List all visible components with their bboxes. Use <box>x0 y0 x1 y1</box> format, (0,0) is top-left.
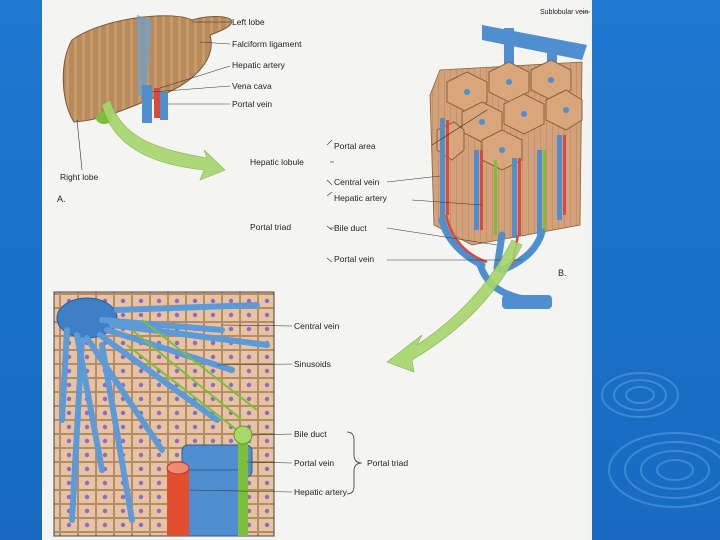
vena-cava-shape <box>142 85 152 123</box>
label-sinusoids: Sinusoids <box>294 359 331 369</box>
label-portal-area: Portal area <box>334 141 376 151</box>
portal-vein-trunk <box>502 295 552 309</box>
label-right-lobe: Right lobe <box>60 172 99 182</box>
label-bile-duct-c: Bile duct <box>294 429 327 439</box>
panel-c-detail: Central vein Sinusoids Bile duct Portal … <box>54 292 408 536</box>
liver-anatomy-figure: Left lobe Falciform ligament Hepatic art… <box>42 0 592 540</box>
label-sublobular-vein: Sublobular vein <box>540 9 588 16</box>
label-portal-vein-a: Portal vein <box>232 99 272 109</box>
panel-a-liver: Left lobe Falciform ligament Hepatic art… <box>57 15 302 204</box>
hepatic-artery-detail-shape <box>167 468 189 536</box>
label-bile-duct-b: Bile duct <box>334 223 367 233</box>
textbook-page: Left lobe Falciform ligament Hepatic art… <box>42 0 592 540</box>
label-portal-vein-b: Portal vein <box>334 254 374 264</box>
hepatic-artery-shape <box>154 88 160 118</box>
water-ripple-decoration <box>590 360 720 540</box>
label-hepatic-artery-a: Hepatic artery <box>232 60 286 70</box>
label-falciform-ligament: Falciform ligament <box>232 39 302 49</box>
panel-a-letter: A. <box>57 194 66 204</box>
bile-duct-detail-shape <box>238 435 248 536</box>
label-hepatic-artery-c: Hepatic artery <box>294 487 348 497</box>
portal-triad-brace <box>347 432 362 494</box>
label-hepatic-artery-b: Hepatic artery <box>334 193 388 203</box>
label-left-lobe: Left lobe <box>232 17 265 27</box>
label-hepatic-lobule: Hepatic lobule <box>250 157 304 167</box>
label-portal-vein-c: Portal vein <box>294 458 334 468</box>
portal-vein-shape <box>160 92 168 120</box>
label-central-vein-b: Central vein <box>334 177 380 187</box>
panel-b-letter: B. <box>558 268 567 278</box>
panel-b-lobule-block: Sublobular vein Portal area Central vein… <box>327 9 590 309</box>
label-portal-triad-c: Portal triad <box>367 458 408 468</box>
sublobular-vein-shape <box>482 25 587 60</box>
label-vena-cava: Vena cava <box>232 81 272 91</box>
label-central-vein-c: Central vein <box>294 321 340 331</box>
label-portal-triad-middle: Portal triad <box>250 222 291 232</box>
